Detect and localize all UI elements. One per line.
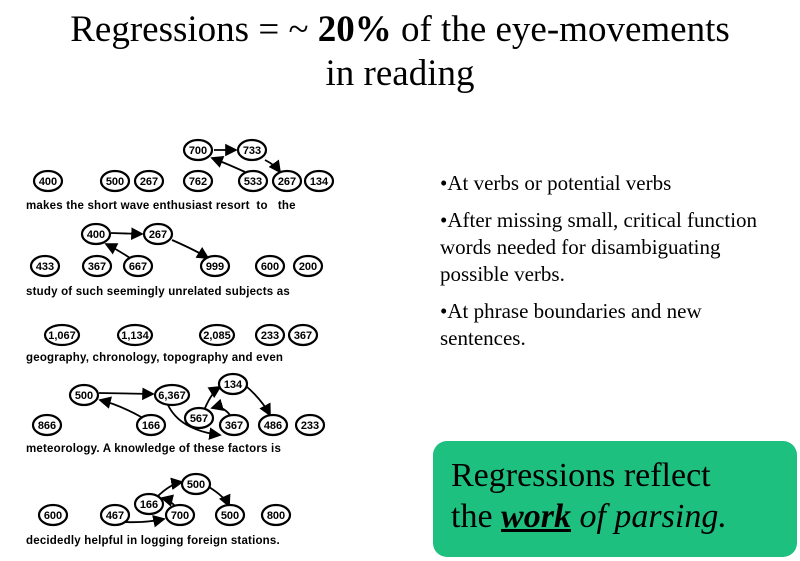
fixation-oval: 1,134	[116, 323, 154, 347]
fixation-duration: 567	[190, 413, 208, 425]
fixation-oval: 800	[260, 503, 292, 527]
fixation-oval: 134	[217, 372, 249, 396]
fixation-oval: 166	[133, 492, 165, 516]
fixation-oval: 6,367	[153, 383, 191, 407]
fixation-oval: 267	[271, 169, 303, 193]
fixation-duration: 400	[87, 229, 105, 241]
fixation-duration: 762	[189, 176, 207, 188]
fixation-oval: 762	[182, 169, 214, 193]
fixation-oval: 400	[80, 222, 112, 246]
fixation-duration: 700	[171, 510, 189, 522]
fixation-duration: 600	[44, 510, 62, 522]
fixation-duration: 866	[38, 420, 56, 432]
fixation-duration: 367	[88, 261, 106, 273]
sentence-text: decidedly helpful in logging foreign sta…	[26, 535, 280, 547]
fixation-duration: 134	[310, 176, 329, 188]
fixation-duration: 667	[129, 261, 147, 273]
sentence-text: study of such seemingly unrelated subjec…	[26, 286, 290, 298]
sentence-text: geography, chronology, topography and ev…	[26, 352, 283, 364]
bullet-list: •At verbs or potential verbs •After miss…	[440, 170, 780, 362]
fixation-oval: 134	[303, 169, 335, 193]
fixation-oval: 700	[164, 503, 196, 527]
fixation-oval: 533	[237, 169, 269, 193]
bullet-item: •At phrase boundaries and new sentences.	[440, 299, 702, 350]
fixation-duration: 166	[142, 420, 160, 432]
fixation-oval: 267	[142, 222, 174, 246]
fixation-duration: 1,067	[48, 330, 76, 342]
fixation-oval: 500	[214, 503, 246, 527]
fixation-oval: 233	[254, 323, 286, 347]
fixation-oval: 567	[183, 406, 215, 430]
fixation-oval: 433	[29, 254, 61, 278]
bullet-item: •At verbs or potential verbs	[440, 171, 672, 195]
fixation-oval: 667	[122, 254, 154, 278]
regression-arrows	[98, 143, 282, 528]
fixation-oval: 200	[292, 254, 324, 278]
callout-text: of parsing.	[570, 498, 727, 535]
fixation-oval: 400	[32, 169, 64, 193]
fixation-oval: 500	[99, 169, 131, 193]
fixation-duration: 800	[267, 510, 285, 522]
fixation-oval: 267	[133, 169, 165, 193]
bullet-item: •After missing small, critical function …	[440, 208, 758, 286]
fixation-duration: 733	[243, 145, 261, 157]
fixation-oval: 600	[37, 503, 69, 527]
fixation-duration: 1,134	[121, 330, 149, 342]
fixation-duration: 267	[149, 229, 167, 241]
fixation-oval: 999	[199, 254, 231, 278]
fixation-oval: 2,085	[198, 323, 236, 347]
fixation-duration: 999	[206, 261, 224, 273]
sentence-text: makes the short wave enthusiast resort t…	[26, 200, 296, 212]
fixation-oval: 233	[294, 413, 326, 437]
fixation-oval: 733	[236, 138, 268, 162]
callout-box: Regressions reflect the work of parsing.	[433, 441, 797, 557]
fixation-duration: 700	[189, 145, 207, 157]
fixation-oval: 700	[182, 138, 214, 162]
title-text: Regressions = ~	[70, 9, 318, 50]
fixation-duration: 2,085	[203, 330, 231, 342]
fixation-oval: 500	[180, 472, 212, 496]
fixation-duration: 486	[264, 420, 282, 432]
fixation-duration: 200	[299, 261, 317, 273]
fixation-duration: 433	[36, 261, 54, 273]
slide-title: Regressions = ~ 20% of the eye-movements…	[0, 8, 800, 96]
fixation-oval: 166	[135, 413, 167, 437]
fixation-oval: 367	[218, 413, 250, 437]
fixation-oval: 367	[287, 323, 319, 347]
fixation-oval: 866	[31, 413, 63, 437]
fixation-duration: 233	[261, 330, 279, 342]
fixation-oval: 1,067	[43, 323, 81, 347]
fixation-duration: 367	[294, 330, 312, 342]
fixation-duration: 500	[75, 390, 93, 402]
fixation-duration: 400	[39, 176, 57, 188]
fixation-duration: 267	[140, 176, 158, 188]
fixation-duration: 6,367	[158, 390, 186, 402]
fixation-duration: 267	[278, 176, 296, 188]
callout-emphasis: work	[501, 498, 571, 535]
title-text: in reading	[325, 53, 475, 94]
fixation-oval: 367	[81, 254, 113, 278]
fixation-duration: 533	[244, 176, 262, 188]
callout-text: the	[451, 498, 502, 535]
fixation-oval: 486	[257, 413, 289, 437]
fixation-duration: 467	[106, 510, 124, 522]
fixation-duration: 500	[106, 176, 124, 188]
fixation-duration: 500	[221, 510, 239, 522]
fixation-oval: 467	[99, 503, 131, 527]
title-emphasis: 20%	[317, 9, 392, 50]
fixation-duration: 367	[225, 420, 243, 432]
sentence-text: meteorology. A knowledge of these factor…	[26, 443, 281, 455]
fixation-duration: 600	[261, 261, 279, 273]
fixation-duration: 233	[301, 420, 319, 432]
fixation-oval: 500	[68, 383, 100, 407]
callout-line: the work of parsing.	[451, 496, 797, 537]
title-text: of the eye-movements	[391, 9, 730, 50]
fixation-duration: 500	[187, 479, 205, 491]
fixation-oval: 600	[254, 254, 286, 278]
fixation-duration: 166	[140, 499, 158, 511]
eye-movement-diagram: 400 500 267 762 533 267 134 700 733 433 367 667 999 6…	[26, 138, 335, 547]
callout-line: Regressions reflect	[451, 457, 711, 494]
fixation-duration: 134	[224, 379, 243, 391]
